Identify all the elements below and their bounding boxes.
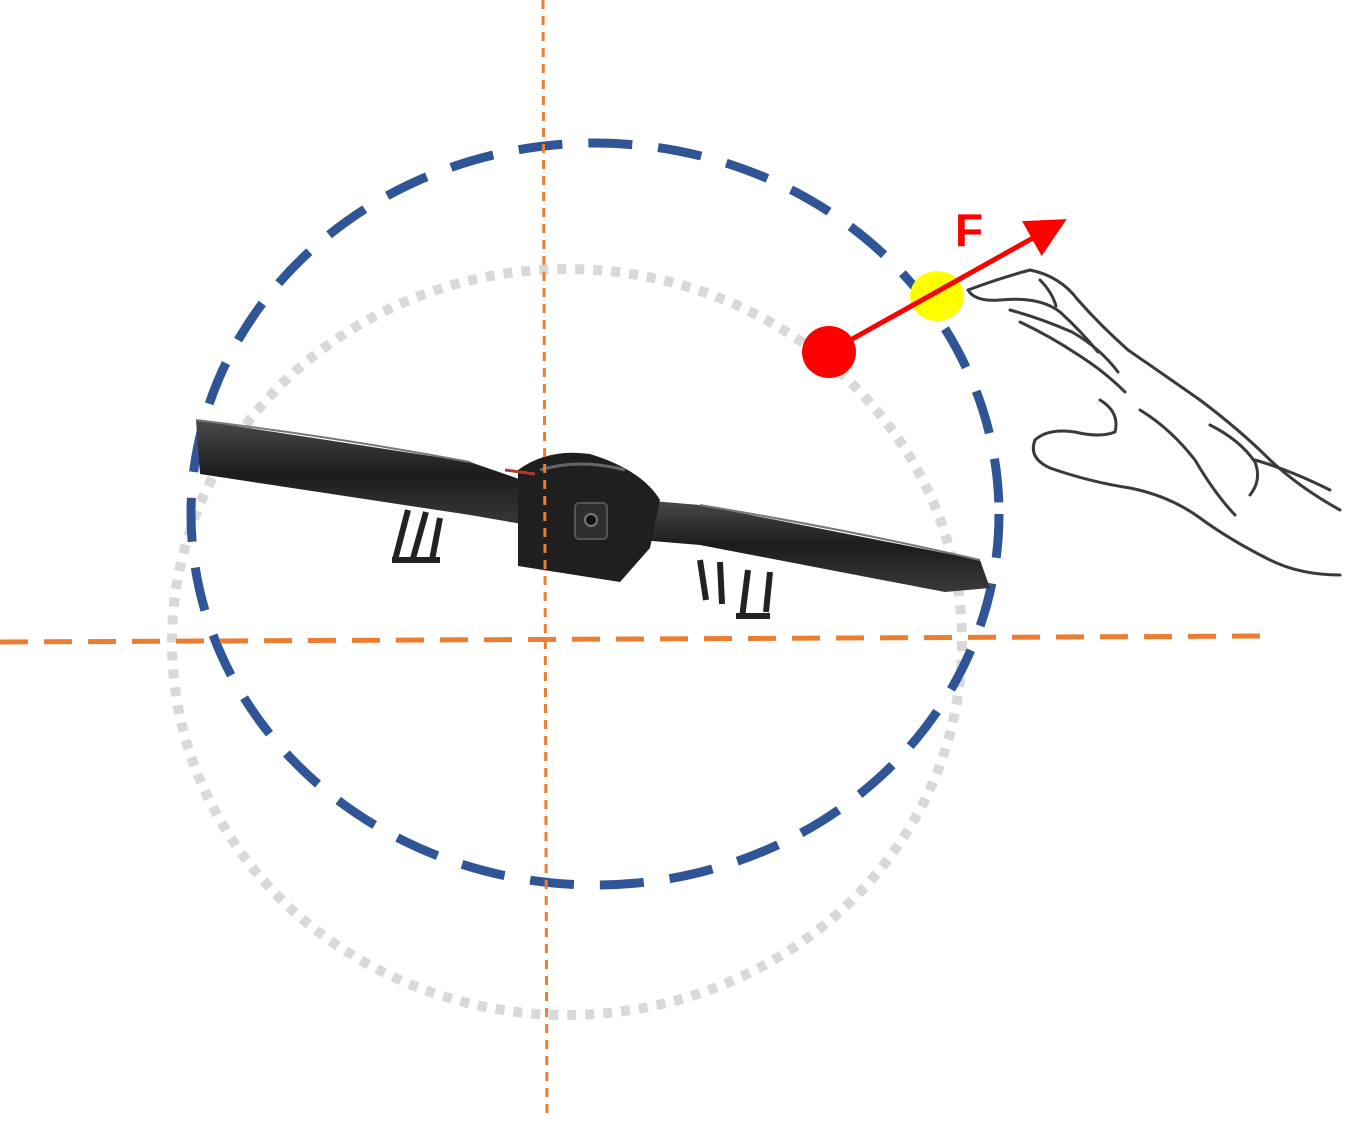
- horizontal-axis: [0, 633, 1271, 645]
- quadcopter-drone: [195, 419, 990, 619]
- force-label: F: [955, 204, 983, 256]
- force-arrow: [827, 219, 1067, 355]
- inner-dotted-circle: [167, 264, 967, 1020]
- vertical-axis: [541, 0, 549, 1121]
- outer-dashed-circle: [186, 138, 1004, 890]
- center-of-mass-point: [802, 326, 856, 378]
- hand-sketch: [966, 268, 1342, 577]
